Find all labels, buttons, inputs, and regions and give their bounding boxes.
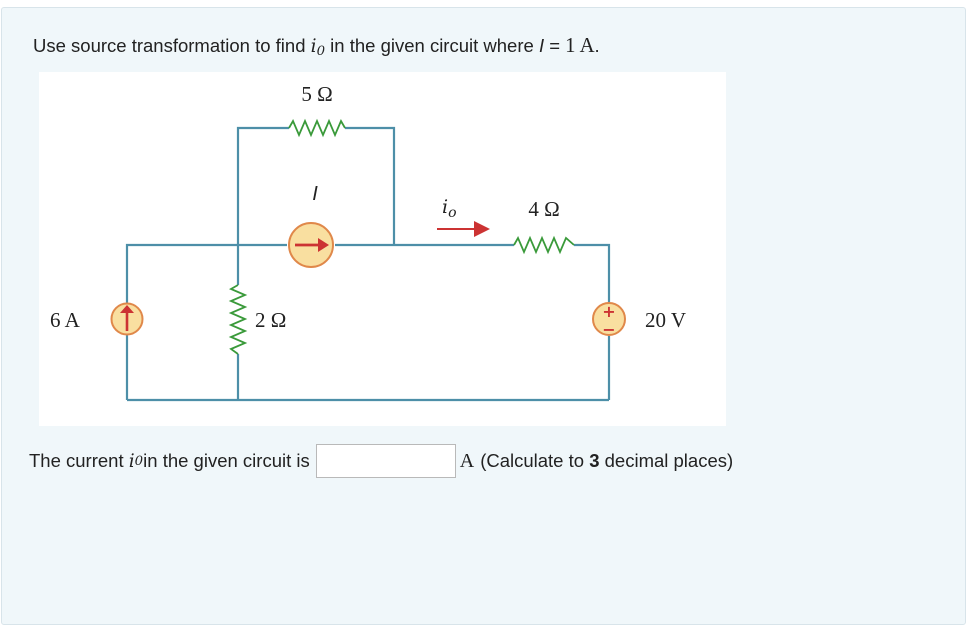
question-text: Use source transformation to find i0 in … [33, 35, 600, 59]
left-branch-wire [125, 243, 287, 400]
mid-branch-wire [236, 126, 289, 400]
right-branch-wire [574, 243, 611, 400]
voltage-source-20v: + − [592, 302, 626, 339]
question-panel: Use source transformation to find i0 in … [1, 7, 966, 625]
equals-sign: = [544, 35, 566, 56]
answer-input[interactable] [315, 444, 456, 478]
wires [125, 126, 611, 402]
current-source-i [288, 222, 334, 268]
label-2-ohm: 2 Ω [255, 308, 286, 332]
answer-var-i: i [128, 450, 135, 472]
hint-close: decimal places) [604, 450, 734, 471]
resistor-2-ohm [228, 284, 248, 355]
label-20v: 20 V [645, 308, 686, 332]
resistor-4-ohm [513, 235, 575, 255]
top-right-wire [345, 126, 396, 245]
label-4-ohm: 4 Ω [528, 197, 559, 221]
var-I: I [538, 35, 545, 56]
period: . [594, 35, 600, 56]
label-6a: 6 A [50, 308, 81, 332]
circuit-diagram: + − 5 Ω I io 4 Ω 6 A 2 Ω 20 V [50, 82, 686, 402]
label-5-ohm: 5 Ω [301, 82, 332, 106]
hint-open: (Calculate to [480, 450, 585, 471]
answer-prefix: The current [29, 450, 124, 471]
question-middle: in the given circuit where [325, 35, 539, 56]
var-i-subscript: 0 [316, 44, 326, 59]
minus-sign: − [602, 320, 615, 339]
current-source-6a [110, 302, 144, 336]
label-I: I [312, 183, 318, 205]
answer-var-i-subscript: 0 [134, 453, 144, 469]
circuit-figure: + − 5 Ω I io 4 Ω 6 A 2 Ω 20 V [39, 72, 726, 426]
answer-unit: A [459, 449, 475, 472]
question-prefix: Use source transformation to find [33, 35, 311, 56]
resistor-5-ohm [288, 118, 346, 138]
plus-sign: + [602, 302, 615, 321]
resistors [228, 118, 575, 355]
current-value: 1 A [565, 35, 595, 57]
answer-middle: in the given circuit is [143, 450, 310, 471]
var-i: i [310, 36, 317, 57]
hint-bold: 3 [589, 450, 600, 471]
label-io: io [442, 196, 457, 221]
